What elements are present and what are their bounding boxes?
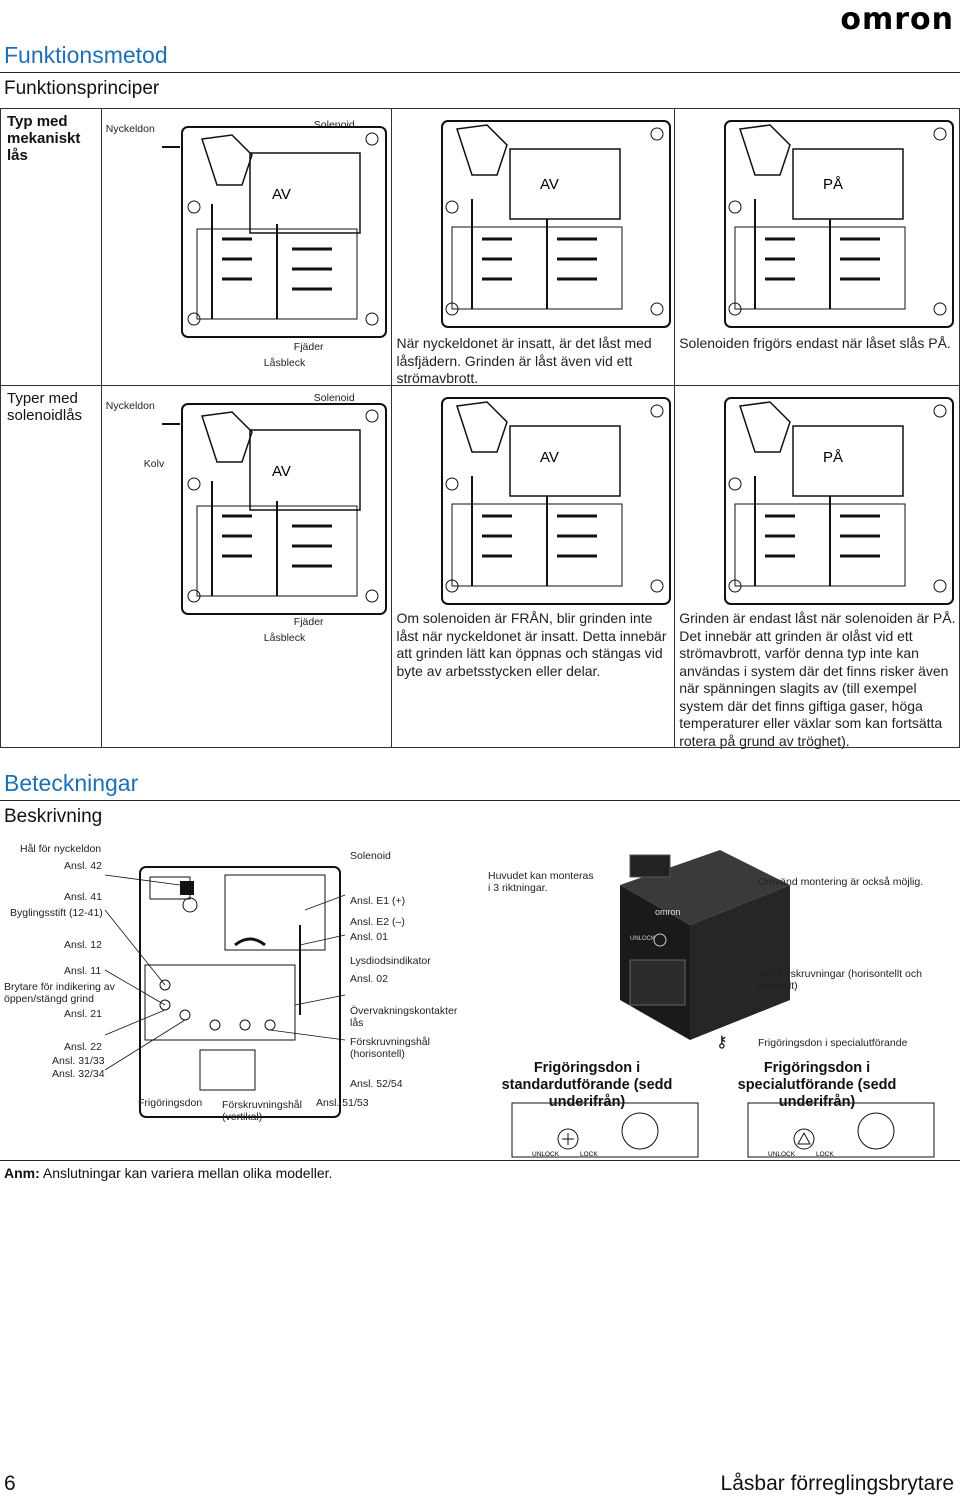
diagram-cell-2-2: AV Om solenoiden är FRÅN, blir grinden i… <box>391 385 676 748</box>
label-screw-hole-v2: (vertikal) <box>222 1111 263 1123</box>
label-door-switch: Brytare för indikering av <box>4 981 115 993</box>
label-lock: Låsbleck <box>263 632 306 644</box>
row-header-solenoid: Typer med solenoidlås <box>0 385 102 748</box>
label-lock: LOCK <box>816 1151 834 1158</box>
page-number: 6 <box>4 1472 16 1495</box>
section2-title: Beteckningar <box>4 770 139 796</box>
label-ansl-e1: Ansl. E1 (+) <box>350 895 406 907</box>
label-ansl-22: Ansl. 22 <box>64 1041 102 1053</box>
diagram-cell-1-3: PÅ Solenoiden frigörs endast när låset s… <box>674 108 960 386</box>
note-label: Anm: <box>4 1165 40 1181</box>
label-ansl-32-34: Ansl. 32/34 <box>52 1068 105 1080</box>
device-unlock: UNLOCK <box>630 936 655 942</box>
section2-subtitle: Beskrivning <box>4 806 103 827</box>
state-label: AV <box>272 463 291 480</box>
label-led: Lysdiodsindikator <box>350 955 431 967</box>
divider <box>0 1160 960 1161</box>
description: Om solenoiden är FRÅN, blir grinden inte… <box>396 610 667 679</box>
mechanism-diagram: AV <box>161 403 387 615</box>
label-ansl-52-54: Ansl. 52/54 <box>350 1078 403 1090</box>
state-label: PÅ <box>823 176 843 193</box>
divider <box>0 800 960 801</box>
note: Anm: Anslutningar kan variera mellan oli… <box>4 1165 332 1181</box>
state-label: AV <box>540 449 559 466</box>
label-two-screw: Två förskruvningar (horisontellt och ver… <box>758 968 922 992</box>
caption-special: Frigöringsdon i specialutförande (sedd u… <box>737 1060 897 1110</box>
label-spring: Fjäder <box>293 616 324 628</box>
label-ansl-11: Ansl. 11 <box>64 965 102 977</box>
description: Solenoiden frigörs endast när låset slås… <box>679 335 951 351</box>
label-mount: Huvudet kan monteras i 3 riktningar. <box>488 870 594 894</box>
label-lock: LOCK <box>580 1151 598 1158</box>
description: Grinden är endast låst när solenoiden är… <box>679 610 956 749</box>
label-unlock: UNLOCK <box>768 1151 796 1158</box>
label-screw-hole-h2: (horisontell) <box>350 1048 405 1060</box>
label-ansl-41: Ansl. 41 <box>64 891 102 903</box>
label-ansl-31-33: Ansl. 31/33 <box>52 1055 105 1067</box>
label-key-hole: Hål för nyckeldon <box>20 843 102 855</box>
label-screw-hole-h: Förskruvningshål <box>350 1036 430 1048</box>
label-lock: Låsbleck <box>263 357 306 369</box>
caption-standard: Frigöringsdon i standardutförande (sedd … <box>501 1060 673 1110</box>
diagram-cell-2-3: PÅ Grinden är endast låst när solenoiden… <box>674 385 960 749</box>
mechanism-diagram: PÅ <box>724 397 955 605</box>
divider <box>0 72 960 73</box>
label-unlock: UNLOCK <box>532 1151 560 1158</box>
label-jumper: Byglingsstift (12-41) <box>10 907 103 919</box>
product-photo: omron UNLOCK <box>620 850 790 1040</box>
bottom-view-special: UNLOCK LOCK <box>747 1102 935 1158</box>
note-text: Anslutningar kan variera mellan olika mo… <box>39 1165 333 1181</box>
state-label: AV <box>272 186 291 203</box>
diagram-cell-1-1: Nyckeldon Solenoid Fjäder Låsbleck AV <box>100 108 393 386</box>
footer-title: Låsbar förreglingsbrytare <box>720 1472 954 1495</box>
row-header-mechanical: Typ med mekaniskt lås <box>0 108 102 386</box>
label-ansl-21: Ansl. 21 <box>64 1008 102 1020</box>
label-ansl-42: Ansl. 42 <box>64 860 102 872</box>
switch-internal-diagram <box>104 866 346 1118</box>
label-ansl-01: Ansl. 01 <box>350 931 388 943</box>
state-label: PÅ <box>823 449 843 466</box>
label-solenoid: Solenoid <box>350 850 391 862</box>
label-door-switch-2: öppen/stängd grind <box>4 993 94 1005</box>
label-ansl-51-53: Ansl. 51/53 <box>316 1097 369 1109</box>
diagram-cell-1-2: AV När nyckeldonet är insatt, är det lås… <box>391 108 676 386</box>
mechanism-diagram: PÅ <box>724 120 955 328</box>
label-spring: Fjäder <box>293 341 324 353</box>
label-special: Frigöringsdon i specialutförande <box>758 1037 908 1049</box>
label-reverse: Omvänd montering är också möjlig. <box>758 876 924 888</box>
mechanism-diagram: AV <box>441 397 672 605</box>
label-ansl-02: Ansl. 02 <box>350 973 388 985</box>
principle-table: Typ med mekaniskt lås Nyckeldon Solenoid… <box>0 108 960 749</box>
bottom-view-standard: UNLOCK LOCK <box>511 1102 699 1158</box>
label-ansl-12: Ansl. 12 <box>64 939 102 951</box>
subsection-title: Funktionsprinciper <box>4 78 160 99</box>
state-label: AV <box>540 176 559 193</box>
label-monitor-contacts: Övervakningskontakter <box>350 1005 458 1017</box>
omron-logo: omron <box>840 2 954 37</box>
diagram-cell-2-1: Nyckeldon Solenoid Kolv Fjäder Låsbleck … <box>100 385 393 748</box>
label-ansl-e2: Ansl. E2 (–) <box>350 916 405 928</box>
label-monitor-contacts-2: lås <box>350 1017 364 1029</box>
mechanism-diagram: AV <box>441 120 672 328</box>
mechanism-diagram: AV <box>161 126 387 338</box>
label-piston: Kolv <box>143 458 165 470</box>
label-key: Nyckeldon <box>105 123 155 135</box>
device-brand: omron <box>655 907 681 917</box>
description: När nyckeldonet är insatt, är det låst m… <box>396 335 652 386</box>
label-release: Frigöringsdon <box>138 1097 203 1109</box>
label-screw-hole-v: Förskruvningshål <box>222 1099 302 1111</box>
label-solenoid: Solenoid <box>313 392 355 404</box>
key-icon: ⚷ <box>716 1034 728 1051</box>
section-title: Funktionsmetod <box>4 42 168 68</box>
label-key: Nyckeldon <box>105 400 155 412</box>
